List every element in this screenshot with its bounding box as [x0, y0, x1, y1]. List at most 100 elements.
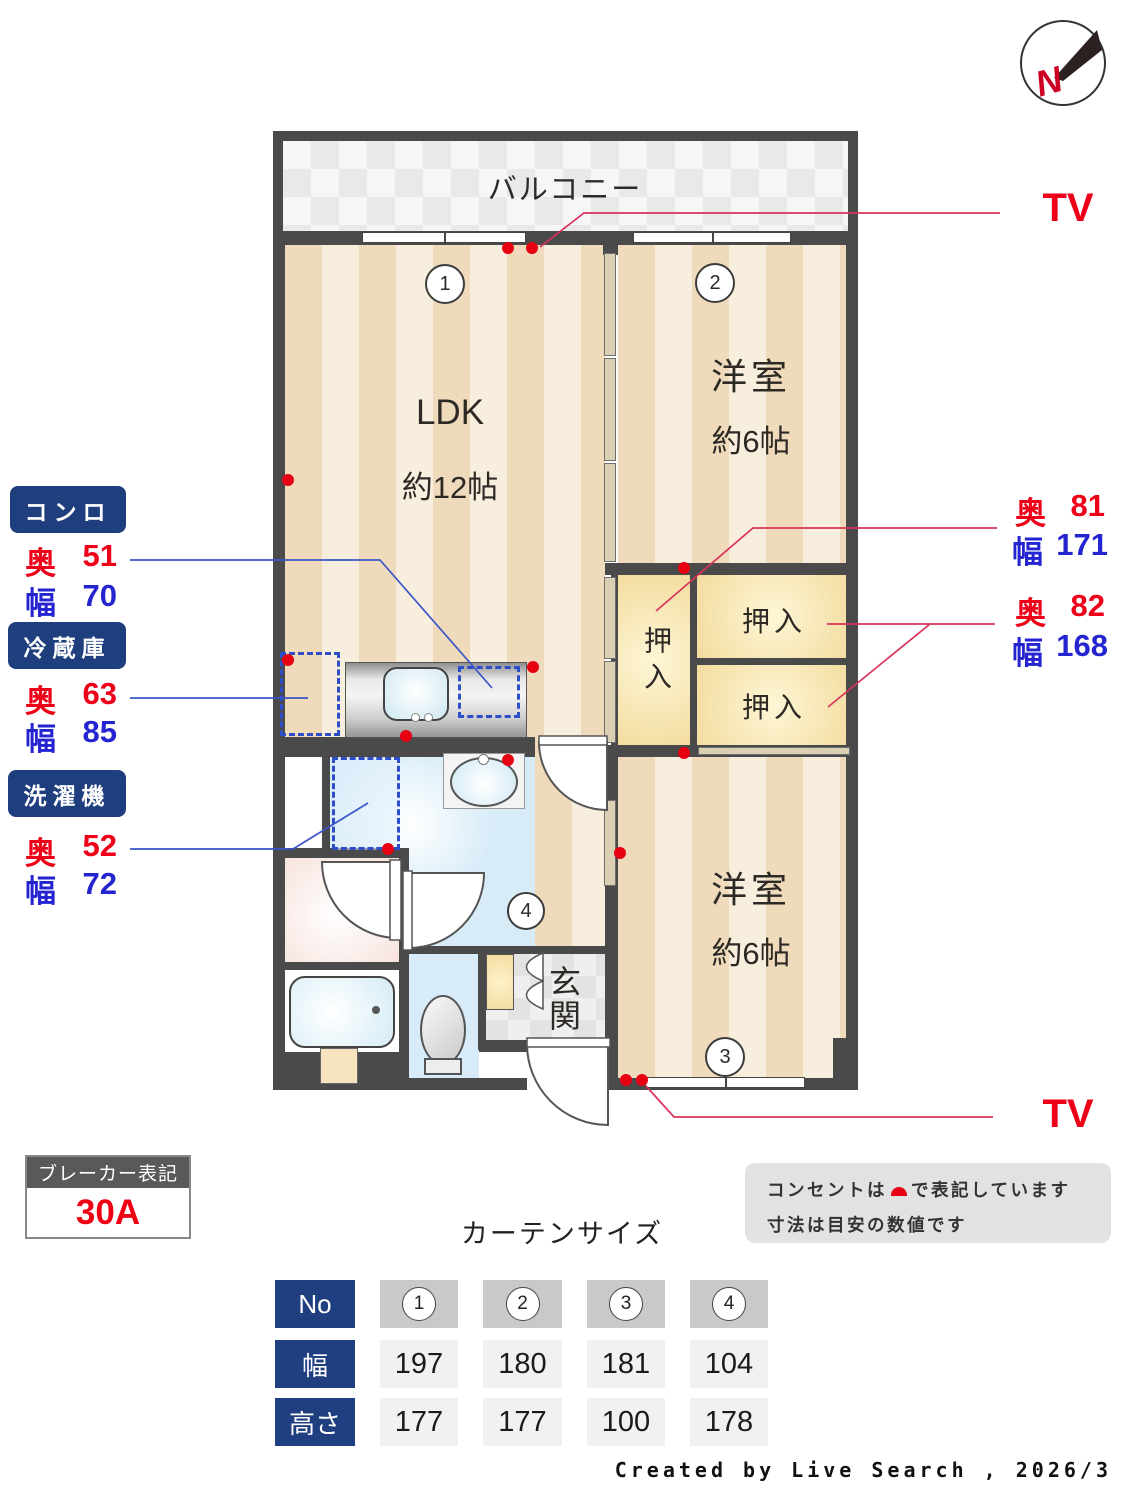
width-label: 幅 — [25, 586, 56, 621]
depth-value: 52 — [82, 828, 117, 863]
shoe-cabinet — [486, 954, 514, 1010]
fridge-depth: 奥 63 — [25, 676, 117, 721]
depth-value: 63 — [82, 676, 117, 711]
depth-value: 82 — [1070, 588, 1105, 623]
curtain-no-header: No — [275, 1280, 355, 1328]
width-value: 72 — [82, 866, 117, 901]
bedroom3-floor — [618, 757, 846, 1078]
depth-label: 奥 — [1015, 496, 1046, 531]
wall — [285, 962, 409, 970]
outlet-dot — [502, 754, 514, 766]
curtain-width-4: 104 — [690, 1340, 768, 1388]
sliding-door — [604, 463, 616, 562]
width-label: 幅 — [1012, 636, 1043, 671]
closet-left-label: 押入 — [641, 626, 672, 698]
entrance-label: 玄関 — [545, 965, 581, 1033]
curtain-unit-1: 1 — [402, 1287, 436, 1321]
tv-outlet-dot — [620, 1074, 632, 1086]
washer-badge: 洗濯機 — [8, 770, 126, 817]
curtain-width-1: 197 — [380, 1340, 458, 1388]
outlet-dot — [678, 562, 690, 574]
balcony-label: バルコニー — [487, 174, 643, 206]
bedroom2-label: 洋室 — [710, 356, 791, 397]
depth-label: 奥 — [25, 684, 56, 719]
faucet-icon — [411, 713, 420, 722]
curtain-marker-1: 1 — [425, 264, 465, 304]
curtain-height-1: 177 — [380, 1398, 458, 1446]
closet-top-label: 押入 — [741, 606, 806, 637]
sliding-door — [604, 358, 616, 461]
wall — [273, 141, 283, 243]
stove-width: 幅 70 — [25, 578, 117, 623]
window — [362, 232, 526, 243]
sliding-door — [604, 800, 616, 886]
width-label: 幅 — [25, 722, 56, 757]
curtain-width-2: 180 — [483, 1340, 562, 1388]
note-line-2: 寸法は目安の数値です — [767, 1215, 967, 1235]
curtain-marker-3: 3 — [705, 1037, 745, 1077]
outlet-dot — [382, 843, 394, 855]
wall — [479, 1040, 529, 1052]
sliding-door — [604, 577, 616, 659]
tv-outlet-dot — [636, 1074, 648, 1086]
wall — [848, 141, 858, 243]
closet-bottom-label: 押入 — [741, 692, 806, 723]
curtain-no-cell-4: 4 — [690, 1280, 768, 1328]
wall — [273, 848, 409, 858]
outlet-legend-icon — [891, 1187, 907, 1196]
tv-outlet-dot — [526, 242, 538, 254]
bedroom2-floor — [618, 245, 846, 563]
outlet-dot — [678, 747, 690, 759]
width-value: 171 — [1056, 527, 1108, 562]
outlet-dot — [282, 654, 294, 666]
fridge-badge: 冷蔵庫 — [8, 622, 126, 669]
width-label: 幅 — [25, 874, 56, 909]
bedroom2-size-label: 約6帖 — [711, 424, 791, 459]
closet1-depth: 奥 81 — [1015, 488, 1105, 533]
width-value: 70 — [82, 578, 117, 613]
washer-width: 幅 72 — [25, 866, 117, 911]
sliding-door — [604, 253, 616, 356]
curtain-unit-4: 4 — [712, 1287, 746, 1321]
washbasin-faucet-icon — [478, 754, 489, 765]
curtain-marker-2: 2 — [695, 263, 735, 303]
width-value: 168 — [1056, 628, 1108, 663]
bathtub-drain-icon — [372, 1006, 380, 1014]
curtain-height-3: 100 — [587, 1398, 665, 1446]
curtain-height-2: 177 — [483, 1398, 562, 1446]
tv-label-bottom: TV — [1042, 1092, 1094, 1136]
curtain-table-title: カーテンサイズ — [460, 1219, 664, 1249]
curtain-height-4: 178 — [690, 1398, 768, 1446]
note-text: コンセントは — [767, 1180, 887, 1200]
toilet-bowl — [420, 995, 466, 1065]
faucet-icon — [424, 713, 433, 722]
toilet-base — [424, 1058, 462, 1075]
depth-label: 奥 — [25, 546, 56, 581]
curtain-no-cell-1: 1 — [380, 1280, 458, 1328]
breaker-box: ブレーカー表記 30A — [25, 1155, 191, 1239]
outlet-dot — [614, 847, 626, 859]
tv-outlet-dot — [502, 242, 514, 254]
ldk-size-label: 約12帖 — [401, 470, 499, 505]
depth-value: 81 — [1070, 488, 1105, 523]
compass-icon: N — [1020, 20, 1106, 106]
wall — [273, 737, 535, 757]
pillar — [833, 1038, 858, 1090]
wall — [478, 946, 486, 1050]
note-line-1: コンセントは で表記しています — [767, 1177, 1111, 1202]
wall — [399, 946, 608, 954]
bath-counter — [320, 1048, 358, 1084]
curtain-unit-2: 2 — [505, 1287, 540, 1321]
tv-label-top: TV — [1042, 186, 1094, 230]
curtain-width-3: 181 — [587, 1340, 665, 1388]
bedroom3-size-label: 約6帖 — [711, 936, 791, 971]
wall — [399, 848, 409, 1078]
note-text: で表記しています — [911, 1180, 1071, 1200]
